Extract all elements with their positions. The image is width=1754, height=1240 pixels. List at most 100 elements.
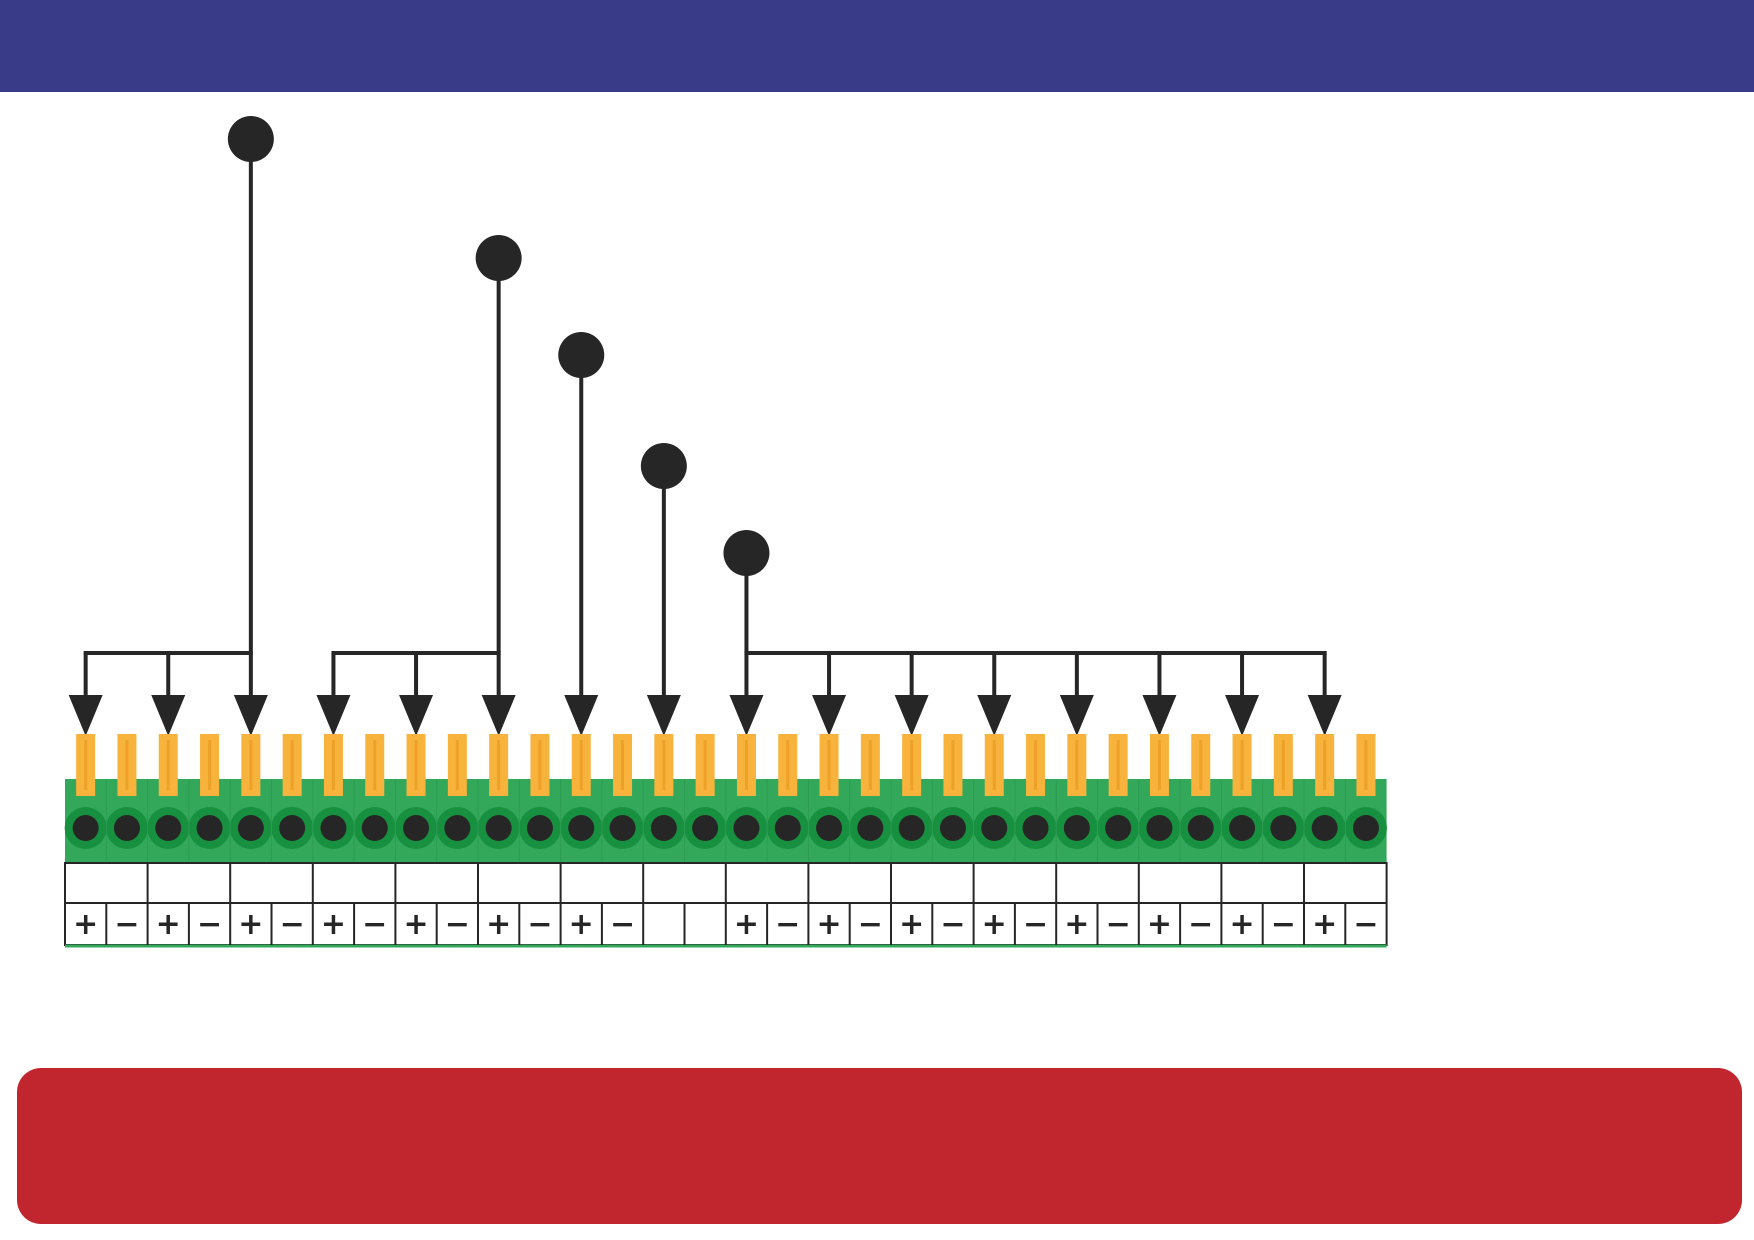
terminal-pin-slot [992, 740, 996, 790]
minus-label: − [1106, 907, 1131, 942]
screw-head [774, 815, 801, 841]
screw-head [444, 815, 471, 841]
arrow-head [1059, 695, 1094, 736]
terminal-pin-slot [208, 740, 212, 790]
terminal-pin-slot [1075, 740, 1079, 790]
screw-head [526, 815, 553, 841]
arrow-head [812, 695, 847, 736]
terminal-pin-slot [703, 740, 707, 790]
terminal-pin-slot [662, 740, 666, 790]
plus-label: + [1064, 907, 1089, 942]
terminal-pin-slot [786, 740, 790, 790]
minus-label: − [1353, 907, 1378, 942]
label-strip: +−+−+−+−+−+−+−+−+−+−+−+−+−+−+− [64, 862, 1388, 948]
screw-head [113, 815, 140, 841]
screw-head [733, 815, 760, 841]
minus-label: − [114, 907, 139, 942]
terminal-pin-slot [290, 740, 294, 790]
screw-head [1270, 815, 1297, 841]
plus-label: + [899, 907, 924, 942]
arrow-head [1142, 695, 1177, 736]
minus-label: − [527, 907, 552, 942]
screw-head [1229, 815, 1256, 841]
arrow-head [233, 695, 268, 736]
footer-panel [17, 1068, 1742, 1224]
minus-label: − [1188, 907, 1213, 942]
terminal-pin-slot [744, 740, 748, 790]
terminal-pin-slot [1240, 740, 1244, 790]
arrow-head [977, 695, 1012, 736]
screw-head [1146, 815, 1173, 841]
arrow-head [481, 695, 516, 736]
arrow-head [646, 695, 681, 736]
terminal-pin-slot [1281, 740, 1285, 790]
arrow-head [316, 695, 351, 736]
screw-head [692, 815, 719, 841]
plus-label: + [238, 907, 263, 942]
plus-label: + [403, 907, 428, 942]
terminal-pin-slot [373, 740, 377, 790]
minus-label: − [1023, 907, 1048, 942]
terminal-pin-slot [414, 740, 418, 790]
screw-head [939, 815, 966, 841]
screw-head [72, 815, 99, 841]
minus-label: − [775, 907, 800, 942]
plus-label: + [73, 907, 98, 942]
terminal-pin-slot [1199, 740, 1203, 790]
plus-label: + [1312, 907, 1337, 942]
screw-head [1063, 815, 1090, 841]
plus-label: + [816, 907, 841, 942]
minus-label: − [445, 907, 470, 942]
arrow-head [1307, 695, 1342, 736]
terminal-pin-slot [1323, 740, 1327, 790]
minus-label: − [362, 907, 387, 942]
minus-label: − [197, 907, 222, 942]
screw-head [403, 815, 430, 841]
plus-label: + [486, 907, 511, 942]
plus-label: + [156, 907, 181, 942]
arrow-head [399, 695, 434, 736]
plus-label: + [982, 907, 1007, 942]
screw-head [1187, 815, 1214, 841]
screw-head [650, 815, 677, 841]
arrow-head [68, 695, 103, 736]
screw-head [196, 815, 223, 841]
arrow-head [151, 695, 186, 736]
plus-label: + [1147, 907, 1172, 942]
screw-head [320, 815, 347, 841]
screw-head [237, 815, 264, 841]
minus-label: − [610, 907, 635, 942]
arrow-head [564, 695, 599, 736]
screw-head [1311, 815, 1338, 841]
terminal-pin-slot [621, 740, 625, 790]
terminal-pin-slot [538, 740, 542, 790]
terminal-pin-slot [166, 740, 170, 790]
screw-head [279, 815, 306, 841]
screw-head [816, 815, 843, 841]
terminal-pin-slot [249, 740, 253, 790]
terminal-pin-slot [579, 740, 583, 790]
screw-head [485, 815, 512, 841]
terminal-pin-slot [84, 740, 88, 790]
screw-head [568, 815, 595, 841]
screw-head [1352, 815, 1379, 841]
terminal-pin-slot [331, 740, 335, 790]
screw-head [981, 815, 1008, 841]
minus-label: − [1271, 907, 1296, 942]
terminal-pin-slot [827, 740, 831, 790]
screw-head [155, 815, 182, 841]
minus-label: − [858, 907, 883, 942]
minus-label: − [280, 907, 305, 942]
plus-label: + [321, 907, 346, 942]
plus-label: + [1229, 907, 1254, 942]
screw-head [1022, 815, 1049, 841]
terminal-pin-slot [497, 740, 501, 790]
screw-head [361, 815, 388, 841]
arrow-head [1225, 695, 1260, 736]
minus-label: − [940, 907, 965, 942]
plus-label: + [734, 907, 759, 942]
terminal-pin-slot [455, 740, 459, 790]
terminal-pin-slot [1116, 740, 1120, 790]
terminal-pin-slot [1157, 740, 1161, 790]
wire-group [68, 116, 1342, 736]
